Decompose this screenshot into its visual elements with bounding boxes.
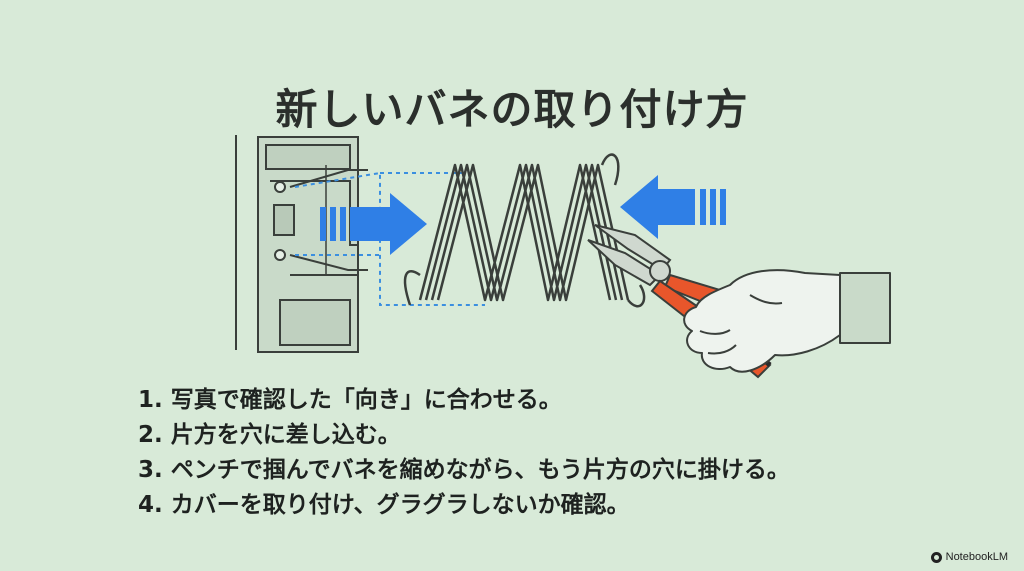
- step-1: 1. 写真で確認した「向き」に合わせる。: [138, 387, 562, 413]
- coil-spring-icon: [403, 153, 646, 308]
- notebooklm-logo-icon: [930, 551, 942, 563]
- step-4: 4. カバーを取り付け、グラグラしないか確認。: [138, 492, 630, 518]
- slide-title: 新しいバネの取り付け方: [275, 85, 749, 135]
- hand-icon: [683, 269, 891, 373]
- push-arrow-right-icon: [320, 193, 427, 255]
- brand-watermark: NotebookLM: [930, 551, 1008, 563]
- push-arrow-left-icon: [620, 175, 726, 239]
- brand-label: NotebookLM: [945, 551, 1008, 563]
- spring-installation-illustration: [235, 135, 891, 379]
- door-latch-panel-icon: [235, 135, 368, 353]
- step-3: 3. ペンチで掴んでバネを縮めながら、もう片方の穴に掛ける。: [138, 457, 790, 483]
- step-2: 2. 片方を穴に差し込む。: [138, 422, 401, 448]
- instruction-steps: 1. 写真で確認した「向き」に合わせる。 2. 片方を穴に差し込む。 3. ペン…: [138, 383, 790, 523]
